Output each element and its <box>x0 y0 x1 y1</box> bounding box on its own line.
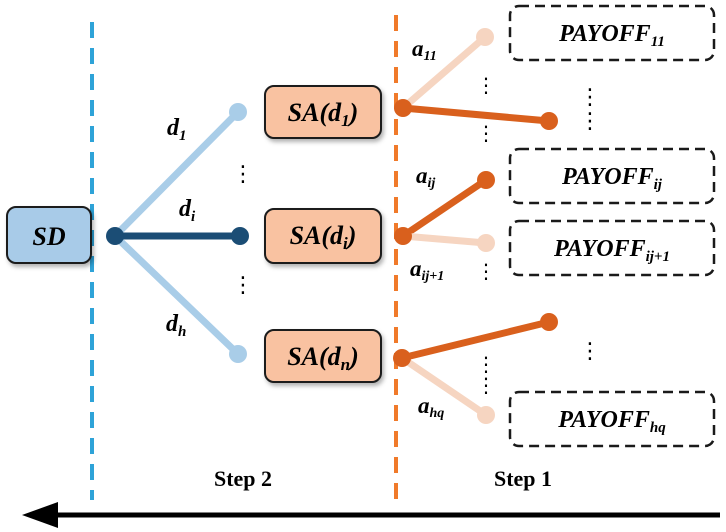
branch-dh <box>111 232 242 358</box>
action-label-aij1: aij+1 <box>410 256 444 284</box>
sa-label-dn: SA(dn) <box>287 342 359 374</box>
step2-label: Step 2 <box>214 466 272 491</box>
action-node-aij <box>477 171 495 189</box>
payoff-label-11: PAYOFF11 <box>558 21 665 50</box>
sai-node <box>394 227 412 245</box>
sd-root-node <box>106 227 124 245</box>
ellipsis: ⋮ <box>579 109 601 134</box>
decision-label-dh: dh <box>166 311 186 340</box>
sd-label: SD <box>32 222 65 251</box>
ellipsis: ⋮ <box>232 162 254 187</box>
sa-box-d1 <box>264 85 382 139</box>
payoff-label-ij1: PAYOFFij+1 <box>553 236 670 265</box>
branch-ahq <box>398 354 490 419</box>
san-node <box>393 349 411 367</box>
decision-node-dh <box>229 345 247 363</box>
payoff-label-hq: PAYOFFhq <box>557 407 666 436</box>
sa-box-dn <box>264 329 382 383</box>
branch-aij <box>399 176 490 240</box>
decision-label-d1: d1 <box>167 115 187 144</box>
action-node-sa1-chosen <box>540 112 558 130</box>
sd-box <box>6 206 92 264</box>
action-node-a11 <box>476 28 494 46</box>
sa-box-di <box>264 208 382 264</box>
ellipsis: ⋮ <box>476 373 496 397</box>
ellipsis: ⋮ <box>476 259 496 283</box>
action-label-a11: a11 <box>412 36 437 64</box>
branch-a11 <box>399 33 489 112</box>
action-node-sn-chosen <box>540 313 558 331</box>
ellipsis: ⋮ <box>579 339 601 364</box>
branch-sn-chosen <box>398 318 553 362</box>
payoff-box-ij <box>508 147 716 205</box>
sa-label-di: SA(di) <box>290 221 357 253</box>
payoff-box-ij1 <box>508 219 716 277</box>
action-node-ahq <box>477 406 495 424</box>
branch-d1 <box>111 108 242 240</box>
action-label-ahq: ahq <box>418 393 444 421</box>
ellipsis: ⋮ <box>232 273 254 298</box>
payoff-box-11 <box>508 4 716 62</box>
ellipsis: ⋮ <box>579 85 601 110</box>
decision-label-di: di <box>179 196 196 225</box>
decision-node-di <box>231 227 249 245</box>
decision-node-d1 <box>229 103 247 121</box>
sa1-node <box>394 99 412 117</box>
ellipsis: ⋮ <box>476 73 496 97</box>
branch-sa1-chosen <box>399 104 553 125</box>
action-node-aij1 <box>477 234 495 252</box>
ellipsis: ⋮ <box>476 352 496 376</box>
action-label-aij: aij <box>416 163 435 191</box>
ellipsis: ⋮ <box>476 121 496 145</box>
branch-aij1 <box>399 232 490 247</box>
step1-label: Step 1 <box>494 466 552 491</box>
direction-arrow-head <box>22 502 58 528</box>
payoff-label-ij: PAYOFFij <box>561 164 663 193</box>
payoff-box-hq <box>508 390 716 448</box>
sa-label-d1: SA(d1) <box>288 98 359 130</box>
